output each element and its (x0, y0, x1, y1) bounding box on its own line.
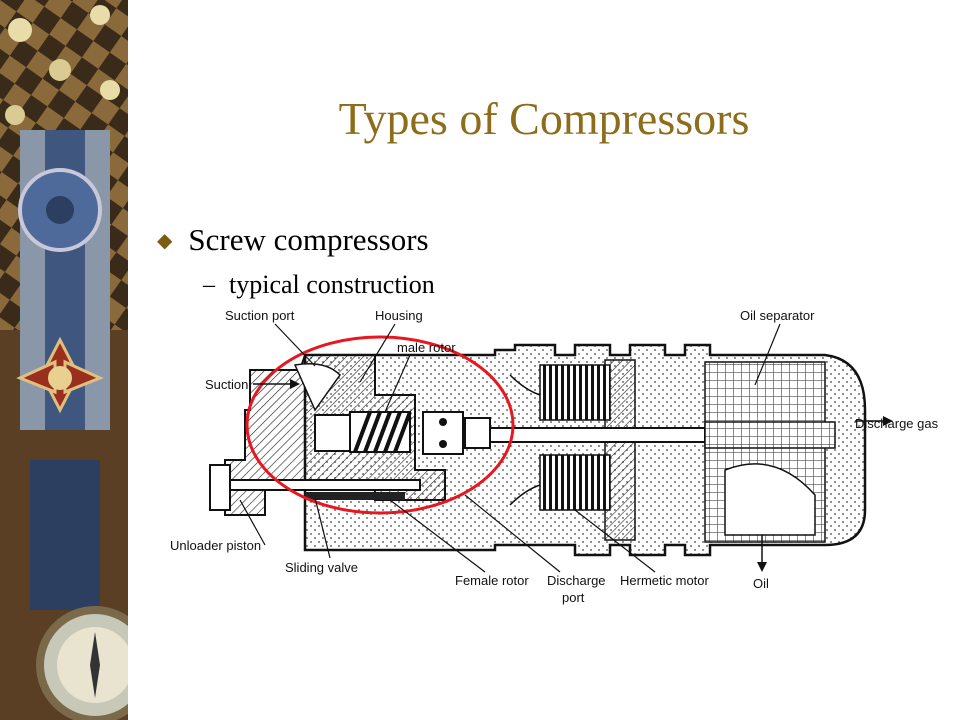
motor-stator-top (539, 364, 611, 421)
label-unloader-piston: Unloader piston (170, 538, 261, 553)
sub-bullet-item: – typical construction (203, 270, 435, 300)
bullet-text: Screw compressors (188, 222, 429, 257)
diamond-bullet-icon: ◆ (157, 229, 173, 252)
label-hermetic-motor: Hermetic motor (620, 573, 710, 588)
label-discharge-gas: Discharge gas (855, 416, 939, 431)
label-discharge-port-line2: port (562, 590, 585, 605)
sub-bullet-text: typical construction (229, 270, 435, 299)
highlight-ellipse (245, 335, 515, 515)
label-discharge-port-line1: Discharge (547, 573, 606, 588)
decorative-left-strip (0, 0, 128, 720)
dash-bullet-icon: – (203, 271, 215, 298)
label-suction-port: Suction port (225, 308, 295, 323)
sliding-valve-rod (219, 479, 421, 491)
bullet-item: ◆ Screw compressors (157, 222, 429, 258)
motor-stator-bottom (539, 454, 611, 511)
slide-title: Types of Compressors (338, 93, 750, 144)
label-female-rotor: Female rotor (455, 573, 529, 588)
label-sliding-valve: Sliding valve (285, 560, 358, 575)
label-suction: Suction (205, 377, 248, 392)
label-oil: Oil (753, 576, 769, 591)
label-male-rotor: male rotor (397, 340, 456, 355)
label-oil-separator: Oil separator (740, 308, 815, 323)
male-rotor (349, 411, 412, 453)
label-housing: Housing (375, 308, 423, 323)
screw-compressor-diagram: Suction port Housing male rotor Suction … (170, 308, 939, 605)
